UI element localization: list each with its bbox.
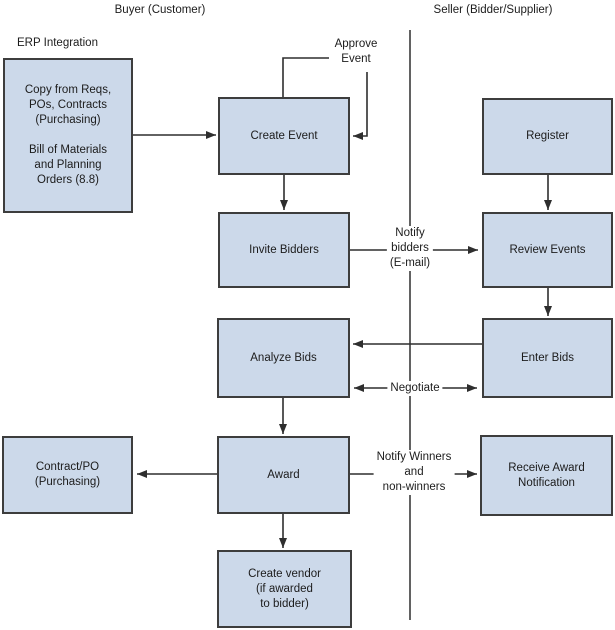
- node-create-vendor: Create vendor (if awarded to bidder): [217, 550, 352, 628]
- node-review-events: Review Events: [482, 212, 613, 288]
- node-contract-po: Contract/PO (Purchasing): [2, 436, 133, 514]
- node-receive-award: Receive Award Notification: [480, 435, 613, 516]
- edge-label-notify-bidders: Notify bidders (E-mail): [386, 226, 434, 271]
- edge-label-notify-winners: Notify Winners and non-winners: [373, 450, 455, 495]
- node-award: Award: [217, 436, 350, 514]
- column-title-seller: Seller (Bidder/Supplier): [433, 4, 553, 16]
- edge-label-negotiate: Negotiate: [387, 381, 443, 396]
- approve-loop-out-line: [282, 57, 329, 97]
- approve-loop-return-arrow: [353, 72, 368, 140]
- erp-integration-label: ERP Integration: [17, 37, 98, 49]
- edge-label-approve-event: Approve Event: [331, 37, 381, 67]
- node-invite-bidders: Invite Bidders: [218, 212, 350, 288]
- node-register: Register: [482, 98, 613, 175]
- node-analyze-bids: Analyze Bids: [217, 318, 350, 398]
- node-create-event: Create Event: [218, 97, 350, 175]
- node-erp-source: Copy from Reqs, POs, Contracts (Purchasi…: [3, 58, 133, 213]
- column-title-buyer: Buyer (Customer): [114, 4, 206, 16]
- node-enter-bids: Enter Bids: [482, 318, 613, 398]
